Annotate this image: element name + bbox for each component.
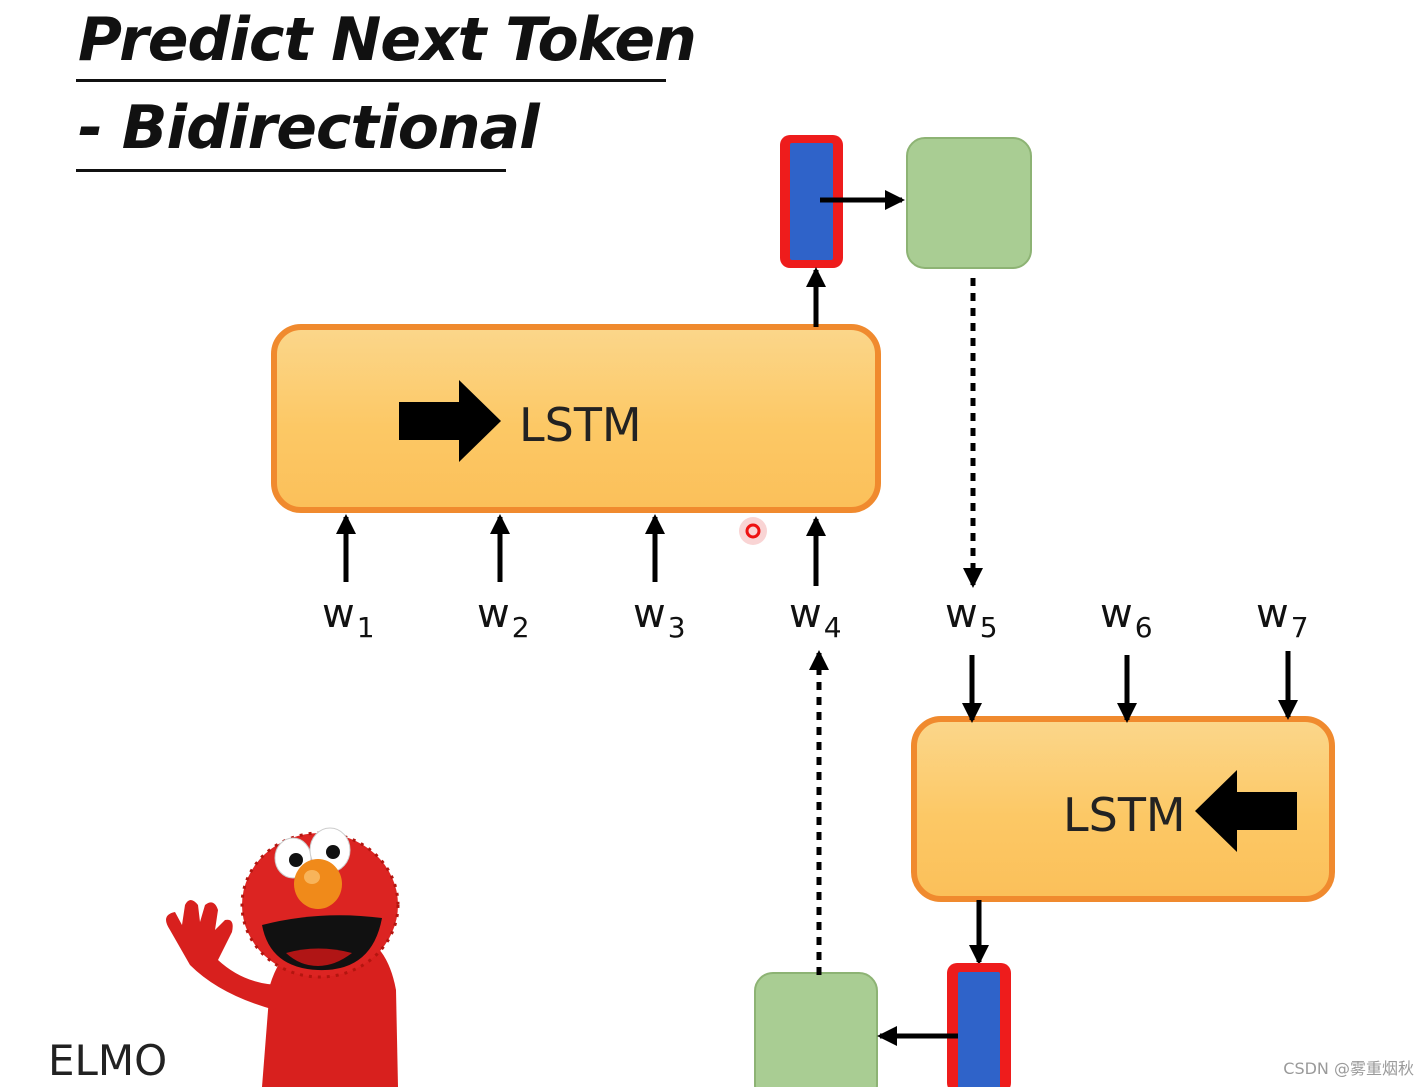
token-w1: w1 xyxy=(322,591,375,644)
title-underline xyxy=(76,79,666,82)
token-w2: w2 xyxy=(477,591,530,644)
token-w6: w6 xyxy=(1100,591,1153,644)
right-arrow-icon xyxy=(399,380,501,462)
token-w7: w7 xyxy=(1256,591,1309,644)
subtitle-underline xyxy=(76,169,506,172)
backward-output-box xyxy=(754,972,878,1087)
cursor-pointer-icon xyxy=(739,517,767,545)
token-w3: w3 xyxy=(633,591,686,644)
forward-output-box xyxy=(906,137,1032,269)
elmo-caption: ELMO xyxy=(48,1036,168,1085)
slide-title: Predict Next Token xyxy=(78,5,697,75)
backward-lstm-label: LSTM xyxy=(1063,788,1186,842)
forward-lstm-box: LSTM xyxy=(271,324,881,513)
slide-subtitle: - Bidirectional xyxy=(78,93,540,163)
token-w5: w5 xyxy=(945,591,998,644)
token-w4: w4 xyxy=(789,591,842,644)
forward-lstm-label: LSTM xyxy=(519,398,642,452)
elmo-character-image xyxy=(166,827,400,1087)
backward-hidden-vector xyxy=(947,963,1011,1087)
watermark-text: CSDN @雾重烟秋 xyxy=(1283,1059,1414,1078)
forward-hidden-vector xyxy=(780,135,843,268)
left-arrow-icon xyxy=(1195,770,1297,852)
